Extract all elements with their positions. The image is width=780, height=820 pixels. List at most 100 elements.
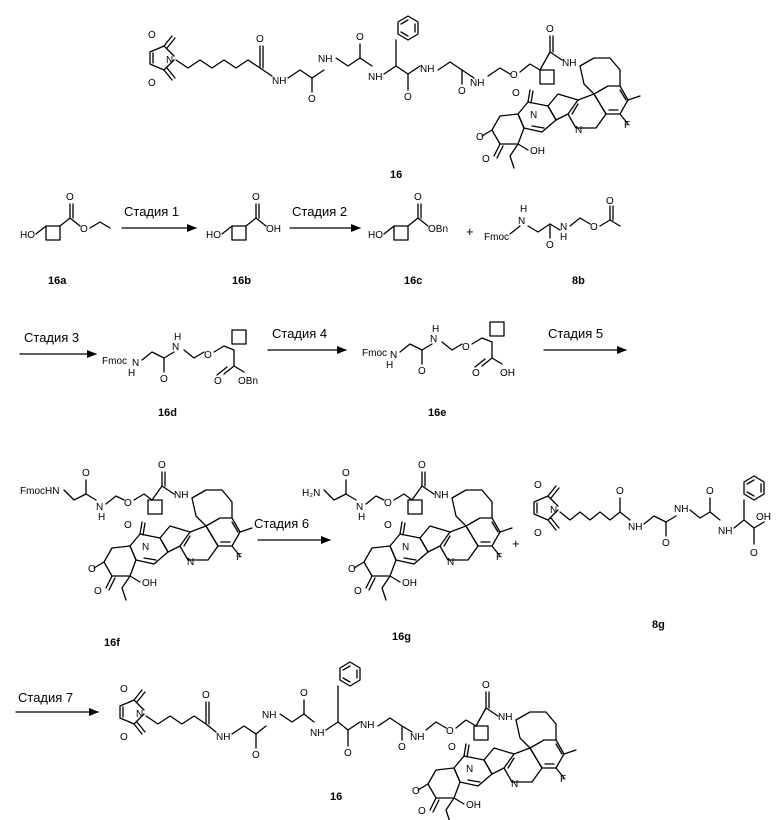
svg-text:O: O	[344, 748, 352, 759]
label-16g: 16g	[392, 631, 411, 643]
svg-text:N: N	[187, 557, 194, 568]
svg-text:O: O	[148, 30, 156, 41]
svg-text:NH: NH	[216, 732, 230, 743]
svg-text:O: O	[414, 192, 422, 203]
svg-text:NH: NH	[562, 58, 576, 69]
step-7-label: Стадия 7	[18, 690, 73, 705]
svg-text:Fmoc: Fmoc	[362, 348, 387, 359]
structure-16g: H₂N O N H O O NH F N N O O O OH	[302, 460, 512, 600]
svg-text:O: O	[706, 486, 714, 497]
svg-text:H: H	[98, 512, 105, 523]
label-16a: 16a	[48, 275, 67, 287]
label-8b: 8b	[572, 275, 585, 287]
structure-16c: HO O OBn	[368, 192, 448, 241]
svg-text:NH: NH	[360, 720, 374, 731]
svg-text:O: O	[120, 684, 128, 695]
svg-text:N: N	[142, 542, 149, 553]
label-16f: 16f	[104, 637, 120, 649]
svg-text:N: N	[447, 557, 454, 568]
svg-text:O: O	[354, 586, 362, 597]
svg-text:H: H	[520, 204, 527, 215]
svg-text:O: O	[160, 374, 168, 385]
svg-text:O: O	[510, 70, 518, 81]
svg-text:OH: OH	[142, 578, 157, 589]
svg-text:H: H	[128, 368, 135, 379]
svg-text:O: O	[462, 342, 470, 353]
svg-text:O: O	[384, 520, 392, 531]
svg-text:O: O	[446, 726, 454, 737]
svg-text:N: N	[518, 216, 525, 227]
step-1-label: Стадия 1	[124, 204, 179, 219]
svg-text:OH: OH	[402, 578, 417, 589]
svg-text:O: O	[512, 88, 520, 99]
svg-text:NH: NH	[310, 728, 324, 739]
svg-text:O: O	[546, 24, 554, 35]
svg-text:Fmoc: Fmoc	[484, 232, 509, 243]
structure-16-top: O O N O NH O NH O NH O NH O NH O	[148, 16, 640, 168]
svg-text:OH: OH	[266, 224, 281, 235]
svg-text:N: N	[560, 222, 567, 233]
svg-text:N: N	[172, 342, 179, 353]
svg-text:NH: NH	[420, 64, 434, 75]
svg-text:O: O	[534, 480, 542, 491]
svg-text:O: O	[458, 86, 466, 97]
svg-text:O: O	[202, 690, 210, 701]
svg-text:N: N	[530, 110, 537, 121]
svg-text:N: N	[430, 334, 437, 345]
svg-text:O: O	[418, 366, 426, 377]
svg-text:O: O	[398, 742, 406, 753]
svg-text:O: O	[482, 154, 490, 165]
svg-text:O: O	[404, 92, 412, 103]
label-16d: 16d	[158, 407, 177, 419]
svg-text:OH: OH	[756, 512, 771, 523]
svg-text:O: O	[88, 564, 96, 575]
svg-text:H: H	[386, 360, 393, 371]
svg-text:O: O	[662, 538, 670, 549]
structure-16a: HO O O	[20, 192, 110, 241]
svg-text:F: F	[560, 774, 566, 785]
svg-text:HO: HO	[368, 230, 383, 241]
svg-text:O: O	[472, 368, 480, 379]
svg-text:O: O	[348, 564, 356, 575]
svg-text:F: F	[236, 552, 242, 563]
svg-text:H: H	[174, 332, 181, 343]
step-2-label: Стадия 2	[292, 204, 347, 219]
label-16-bottom: 16	[330, 791, 342, 803]
svg-text:N: N	[550, 505, 557, 516]
svg-text:NH: NH	[718, 526, 732, 537]
svg-text:O: O	[124, 498, 132, 509]
svg-text:NH: NH	[434, 490, 448, 501]
structure-8b: Fmoc N H O H N O O	[484, 196, 620, 251]
svg-text:O: O	[80, 224, 88, 235]
svg-text:O: O	[606, 196, 614, 207]
svg-text:H: H	[560, 232, 567, 243]
svg-text:N: N	[136, 709, 143, 720]
svg-text:O: O	[546, 240, 554, 251]
plus-sign-2: +	[512, 536, 520, 551]
step-4-label: Стадия 4	[272, 326, 327, 341]
svg-text:O: O	[158, 460, 166, 471]
svg-text:O: O	[214, 376, 222, 387]
svg-text:O: O	[256, 34, 264, 45]
svg-text:NH: NH	[410, 732, 424, 743]
svg-text:O: O	[616, 486, 624, 497]
structure-8g: O O N O NH O NH O NH O OH	[534, 476, 771, 559]
label-16c: 16c	[404, 275, 422, 287]
svg-text:O: O	[252, 750, 260, 761]
label-16-top: 16	[390, 169, 402, 181]
svg-text:N: N	[402, 542, 409, 553]
svg-text:O: O	[308, 94, 316, 105]
svg-text:O: O	[418, 806, 426, 817]
svg-text:FmocHN: FmocHN	[20, 486, 59, 497]
svg-text:N: N	[466, 764, 473, 775]
svg-text:O: O	[418, 460, 426, 471]
svg-text:N: N	[166, 55, 173, 66]
svg-text:OBn: OBn	[428, 224, 448, 235]
svg-text:O: O	[124, 520, 132, 531]
svg-text:N: N	[390, 350, 397, 361]
label-16b: 16b	[232, 275, 251, 287]
svg-text:O: O	[448, 742, 456, 753]
svg-text:O: O	[342, 468, 350, 479]
svg-text:O: O	[534, 528, 542, 539]
